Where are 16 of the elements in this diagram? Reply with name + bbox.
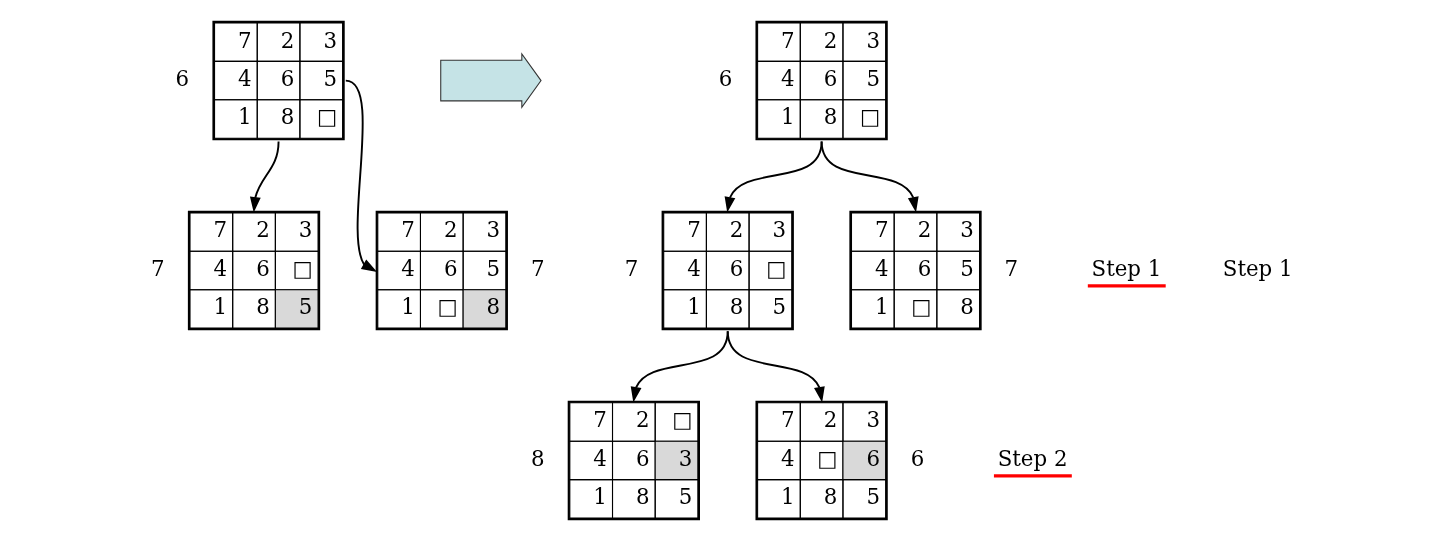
label: Step 2 — [997, 445, 1068, 471]
node-label: 8 — [530, 445, 545, 471]
arrow — [726, 330, 825, 403]
arrow — [820, 140, 919, 213]
node-label: 6 — [718, 65, 733, 91]
node-label: 7 — [1004, 255, 1019, 281]
arrow — [249, 140, 280, 213]
node-label: 7 — [530, 255, 545, 281]
node-label: 7 — [624, 255, 639, 281]
node-label: 7 — [151, 255, 165, 281]
label: Step 1 — [1222, 255, 1293, 281]
label: Step 1 — [1091, 255, 1162, 281]
node-label: 6 — [175, 65, 190, 91]
arrow — [344, 79, 378, 272]
node-arrow — [440, 52, 542, 109]
node-label: 6 — [910, 445, 925, 471]
